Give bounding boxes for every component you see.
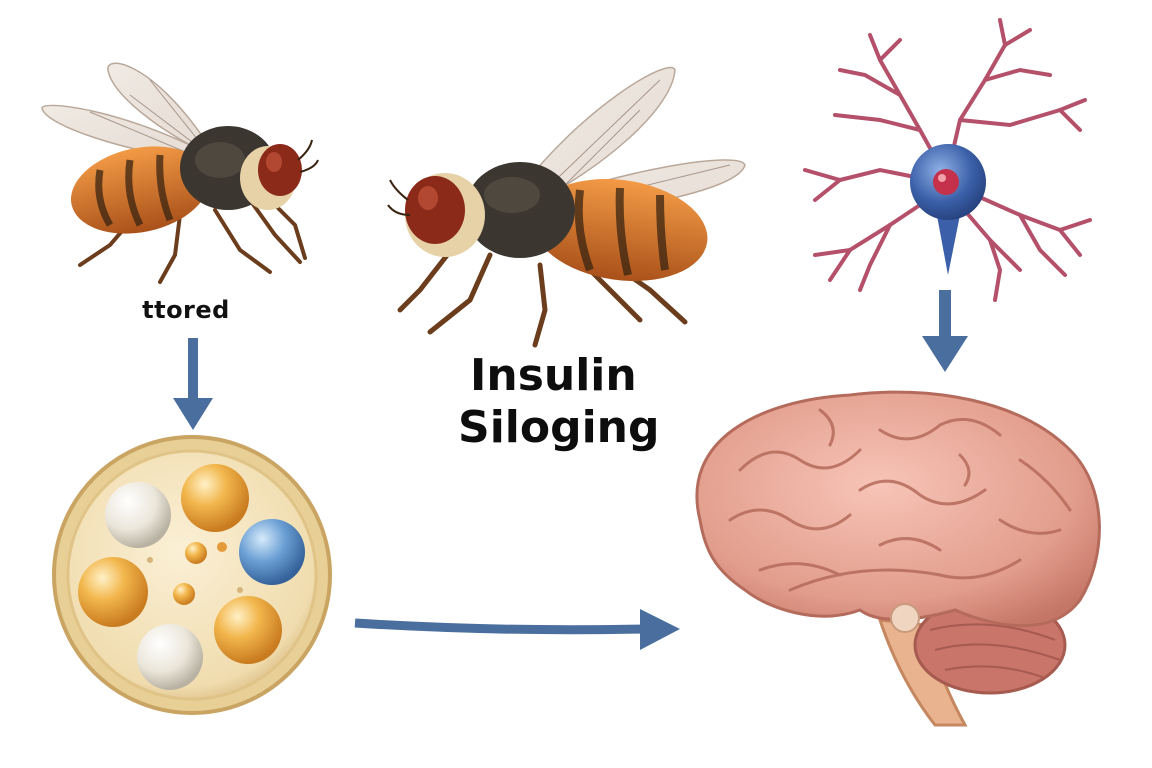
fly-center (387, 66, 746, 348)
fly-left (41, 62, 319, 284)
title-line-1: Insulin (470, 350, 637, 401)
arrow-neuron-to-brain (922, 290, 968, 372)
arrow-dish-to-brain (354, 609, 680, 650)
petri-dish (52, 435, 332, 715)
title-line-2: Siloging (458, 402, 660, 453)
arrow-fly-to-dish (173, 338, 213, 430)
stored-label: ttored (142, 296, 230, 324)
brain (695, 390, 1101, 727)
neuron (803, 18, 1092, 302)
